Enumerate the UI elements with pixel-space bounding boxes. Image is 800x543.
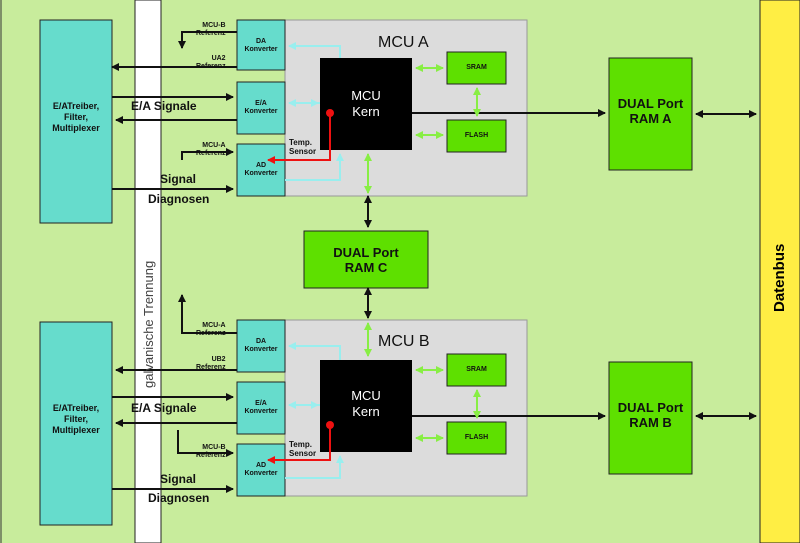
ea-driver-block-a — [39, 19, 113, 224]
sram-a-label: SRAM — [466, 64, 487, 71]
ea-signale-a: E/A Signale — [131, 99, 197, 113]
mcu-b-ref-a: MCU-B Referenz — [196, 22, 226, 37]
ad-converter-a-label: AD Konverter — [244, 162, 278, 177]
ua2-ref: UA2 Referenz — [196, 55, 226, 70]
ea-driver-block-b — [39, 321, 113, 526]
ea-converter-b-label: E/A Konverter — [244, 400, 278, 415]
temp-sensor-b-label: Temp. Sensor — [289, 440, 317, 458]
temp-sensor-a-label: Temp. Sensor — [289, 138, 317, 156]
sram-b — [446, 353, 507, 387]
ea-signale-b: E/A Signale — [131, 401, 197, 415]
ub2-ref: UB2 Referenz — [196, 356, 226, 371]
flash-b-label: FLASH — [464, 434, 489, 441]
mcu-b-ref-b: MCU-B Referenz — [196, 444, 226, 459]
ad-converter-b — [236, 443, 286, 497]
black-connections — [111, 31, 757, 493]
mcu-kern-b — [320, 360, 412, 452]
galvanic-isolation-strip — [134, 0, 162, 543]
temp-sensor-connections — [267, 113, 331, 464]
da-converter-a — [236, 19, 286, 71]
dual-port-ram-c-label: DUAL Port RAM C — [333, 245, 399, 275]
mcu-a-title: MCU A — [378, 34, 429, 51]
ad-converter-a — [236, 143, 286, 197]
signal-label-a: Signal — [160, 172, 197, 186]
mcu-a-ref-b: MCU-A Referenz — [196, 322, 226, 337]
mcu-kern-a-label: MCU Kern — [351, 88, 381, 119]
dual-port-ram-a-label: DUAL Port RAM A — [617, 96, 684, 126]
temp-sensor-dot-a — [326, 109, 334, 117]
flash-a-label: FLASH — [464, 132, 489, 139]
ad-converter-b-label: AD Konverter — [244, 462, 278, 477]
ea-converter-a — [236, 81, 286, 135]
cyan-connections — [285, 42, 344, 479]
ea-converter-a-label: E/A Konverter — [244, 100, 278, 115]
sram-b-label: SRAM — [466, 366, 487, 373]
green-connections — [364, 64, 481, 442]
mcu-a-ref-a: MCU-A Referenz — [196, 142, 226, 157]
ea-converter-b — [236, 381, 286, 435]
mcu-b-title: MCU B — [378, 333, 430, 350]
datenbus-bar — [759, 0, 800, 543]
da-converter-b — [236, 319, 286, 373]
datenbus-label: Datenbus — [771, 243, 788, 312]
mcu-kern-a — [320, 58, 412, 150]
dual-port-ram-b — [608, 361, 693, 475]
dual-port-ram-a — [608, 57, 693, 171]
mcu-kern-b-label: MCU Kern — [351, 388, 381, 419]
ea-driver-b-label: E/ATreiber, Filter, Multiplexer — [52, 403, 100, 435]
signal-label-b: Signal — [160, 472, 197, 486]
diagnosen-label-b: Diagnosen — [148, 491, 210, 505]
ea-driver-a-label: E/ATreiber, Filter, Multiplexer — [52, 101, 100, 133]
flash-b — [446, 421, 507, 455]
da-converter-b-label: DA Konverter — [244, 338, 278, 353]
sram-a — [446, 51, 507, 85]
galvanic-label: galvanische Trennung — [141, 260, 156, 388]
temp-sensor-dot-b — [326, 421, 334, 429]
dual-port-ram-b-label: DUAL Port RAM B — [617, 400, 684, 430]
diagnosen-label-a: Diagnosen — [148, 192, 210, 206]
da-converter-a-label: DA Konverter — [244, 38, 278, 53]
flash-a — [446, 119, 507, 153]
